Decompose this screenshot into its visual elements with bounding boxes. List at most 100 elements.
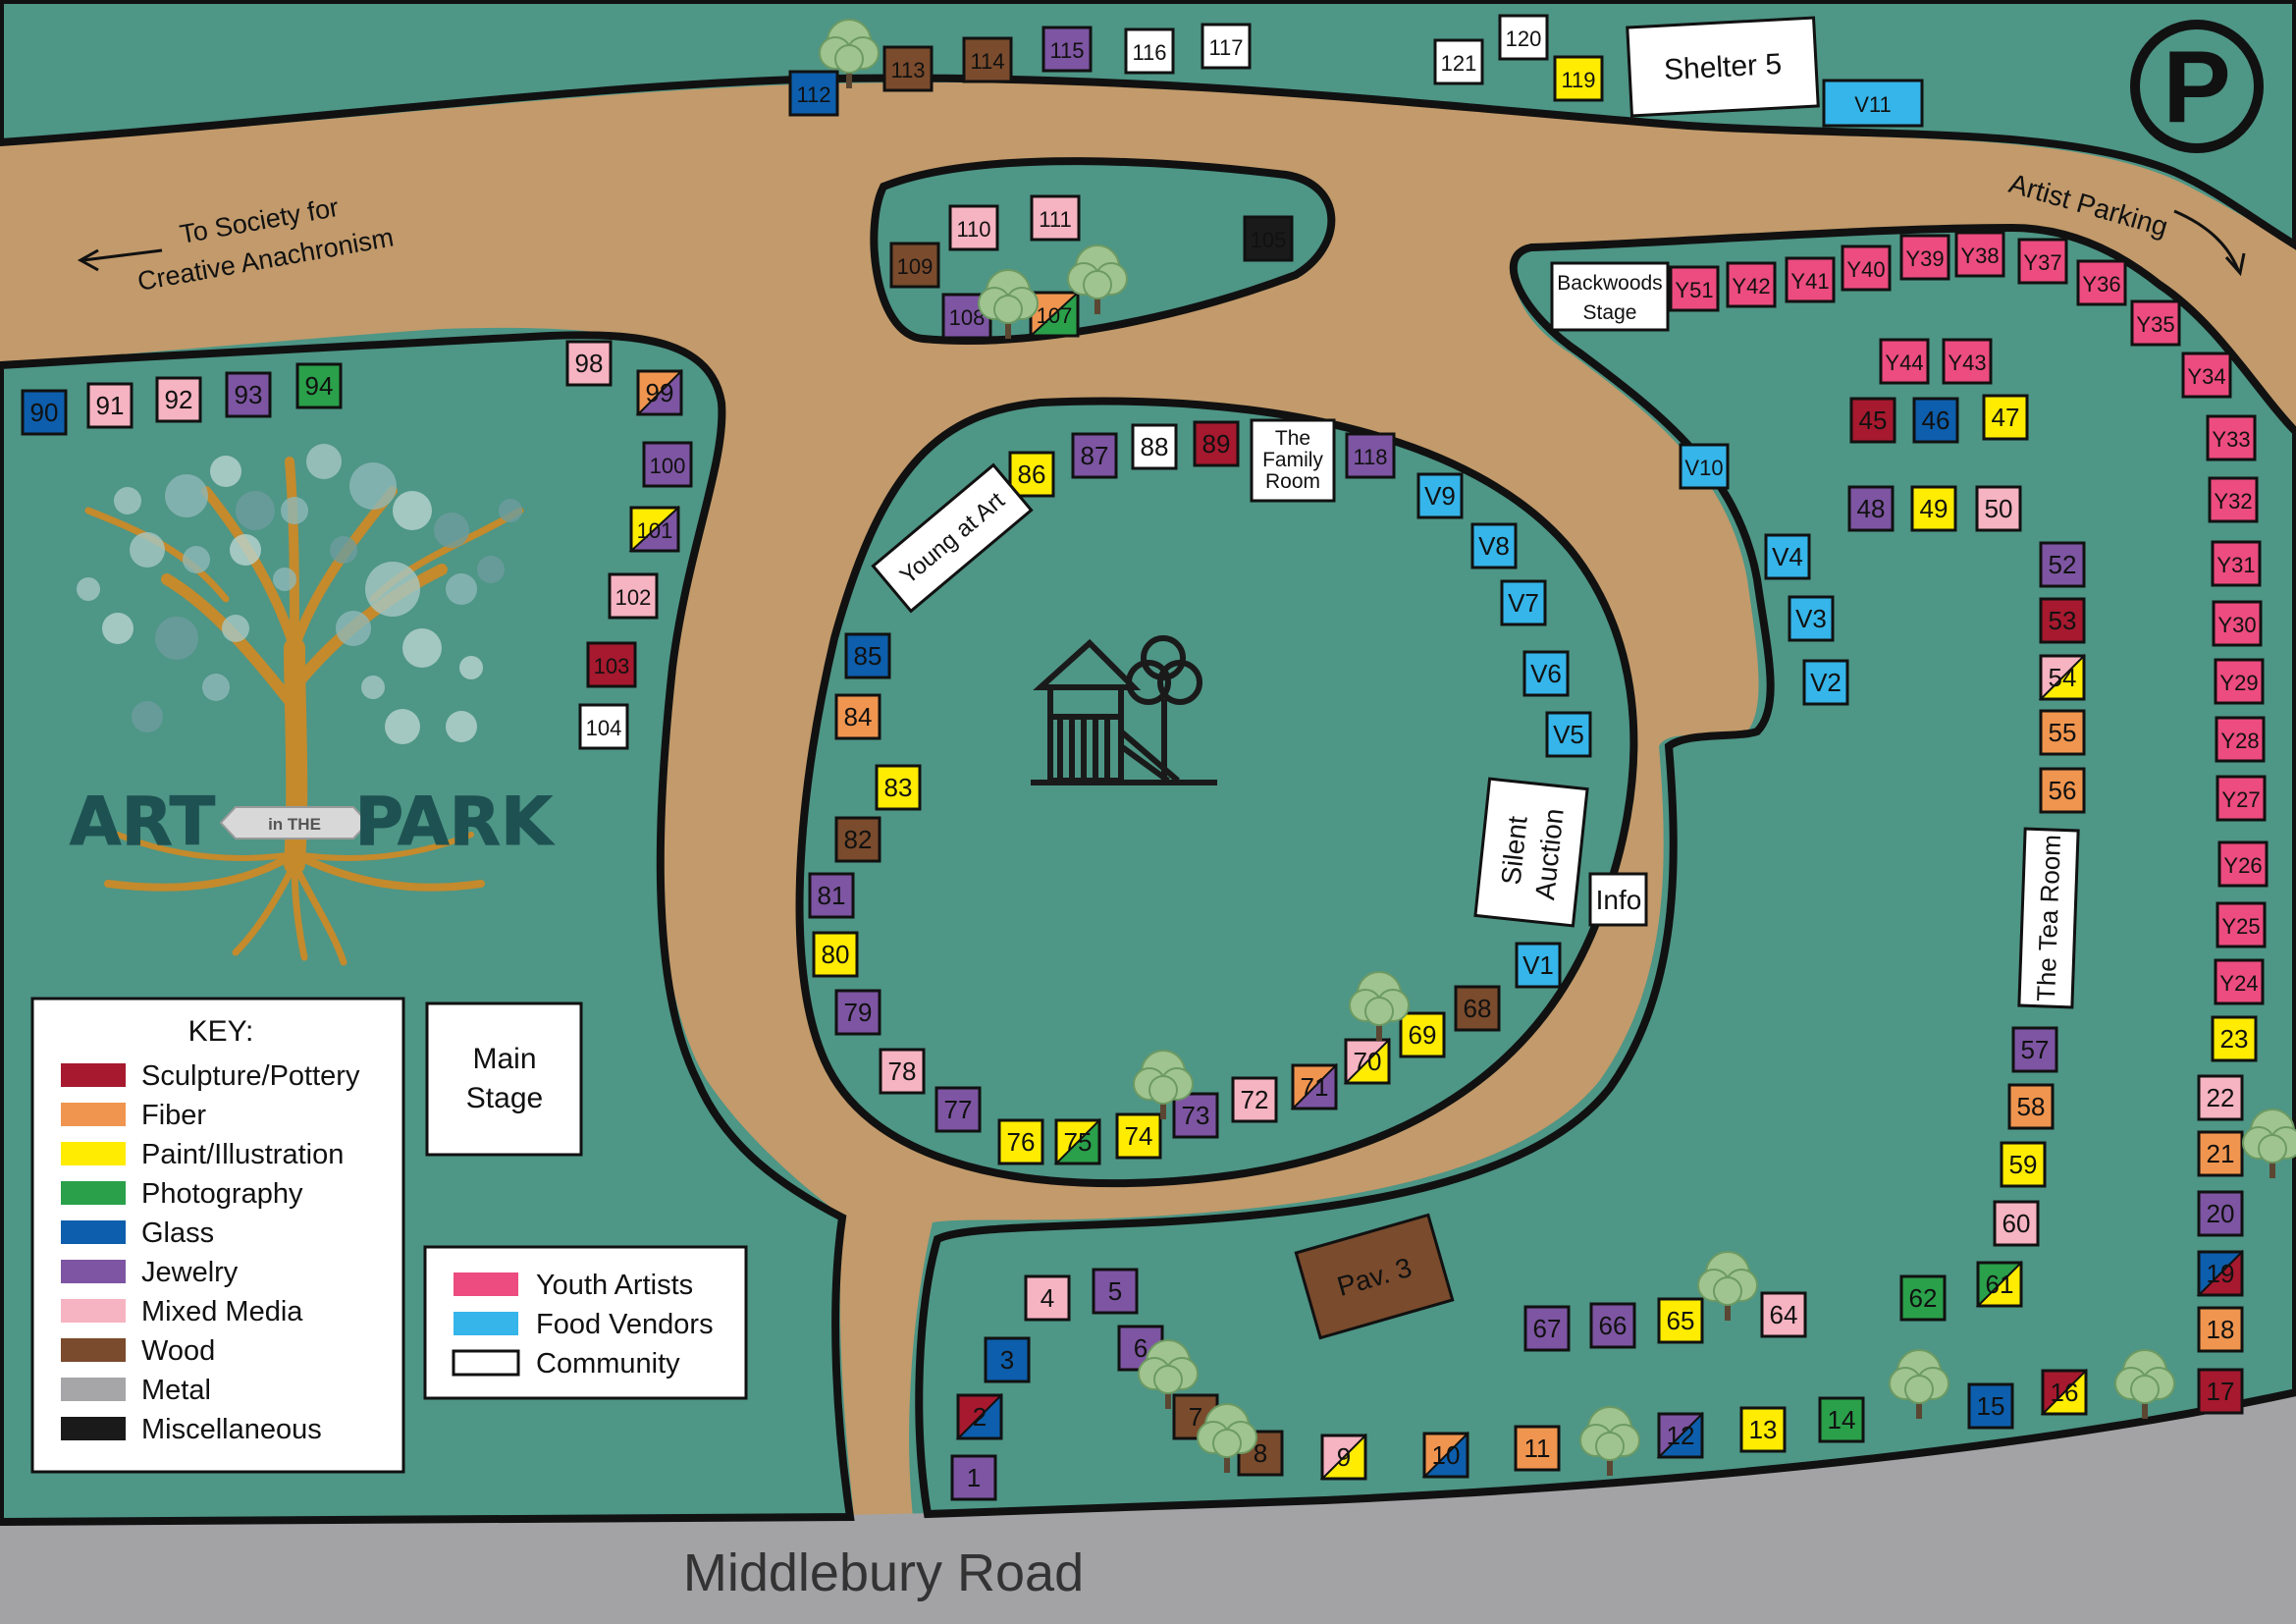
- booth-49[interactable]: 49: [1910, 485, 1957, 532]
- booth-87[interactable]: 87: [1071, 432, 1118, 479]
- booth-V11[interactable]: V11: [1822, 79, 1924, 128]
- booth-V4[interactable]: V4: [1764, 533, 1811, 580]
- booth-56[interactable]: 56: [2039, 767, 2086, 814]
- booth-89[interactable]: 89: [1193, 420, 1240, 467]
- booth-61[interactable]: 61: [1975, 1260, 2023, 1308]
- booth-108[interactable]: 108: [941, 293, 992, 340]
- booth-75[interactable]: 75: [1053, 1117, 1101, 1165]
- booth-105[interactable]: 105: [1243, 215, 1294, 262]
- booth-77[interactable]: 77: [934, 1086, 982, 1133]
- booth-V10[interactable]: V10: [1679, 443, 1730, 490]
- booth-85[interactable]: 85: [844, 632, 891, 679]
- booth-91[interactable]: 91: [86, 382, 133, 429]
- booth-94[interactable]: 94: [295, 362, 343, 409]
- booth-116[interactable]: 116: [1124, 27, 1175, 75]
- booth-Y33[interactable]: Y33: [2206, 414, 2257, 461]
- booth-72[interactable]: 72: [1231, 1076, 1278, 1123]
- booth-Y24[interactable]: Y24: [2214, 958, 2265, 1005]
- booth-12[interactable]: 12: [1656, 1411, 1704, 1459]
- booth-Y36[interactable]: Y36: [2076, 259, 2127, 306]
- booth-Y30[interactable]: Y30: [2212, 600, 2263, 647]
- booth-V5[interactable]: V5: [1545, 711, 1592, 758]
- booth-55[interactable]: 55: [2039, 709, 2086, 756]
- booth-79[interactable]: 79: [834, 989, 881, 1036]
- booth-60[interactable]: 60: [1993, 1200, 2040, 1247]
- booth-84[interactable]: 84: [834, 693, 881, 740]
- booth-47[interactable]: 47: [1982, 394, 2029, 441]
- booth-52[interactable]: 52: [2039, 541, 2086, 588]
- booth-70[interactable]: 70: [1343, 1037, 1391, 1085]
- booth-5[interactable]: 5: [1092, 1268, 1139, 1315]
- booth-100[interactable]: 100: [642, 441, 693, 488]
- booth-20[interactable]: 20: [2197, 1190, 2244, 1237]
- pavilion-3[interactable]: Pav. 3: [1294, 1213, 1455, 1340]
- booth-Y31[interactable]: Y31: [2211, 540, 2262, 587]
- booth-Y38[interactable]: Y38: [1954, 231, 2005, 278]
- booth-68[interactable]: 68: [1454, 985, 1501, 1032]
- booth-58[interactable]: 58: [2007, 1083, 2055, 1130]
- booth-112[interactable]: 112: [788, 70, 839, 117]
- booth-Y28[interactable]: Y28: [2215, 716, 2266, 763]
- booth-17[interactable]: 17: [2197, 1368, 2244, 1415]
- booth-64[interactable]: 64: [1760, 1291, 1807, 1338]
- booth-88[interactable]: 88: [1131, 423, 1178, 470]
- booth-93[interactable]: 93: [225, 371, 272, 418]
- silent-auction[interactable]: Silent Auction: [1473, 777, 1589, 928]
- booth-19[interactable]: 19: [2196, 1249, 2244, 1297]
- booth-86[interactable]: 86: [1008, 451, 1055, 498]
- backwoods-stage[interactable]: Backwoods Stage: [1550, 261, 1670, 332]
- booth-118[interactable]: 118: [1345, 432, 1396, 479]
- booth-23[interactable]: 23: [2211, 1015, 2258, 1062]
- booth-121[interactable]: 121: [1433, 38, 1484, 85]
- booth-90[interactable]: 90: [21, 389, 68, 436]
- info-booth[interactable]: Info: [1588, 872, 1648, 927]
- booth-76[interactable]: 76: [997, 1118, 1044, 1165]
- booth-13[interactable]: 13: [1739, 1406, 1787, 1453]
- booth-66[interactable]: 66: [1589, 1302, 1636, 1349]
- booth-Y44[interactable]: Y44: [1879, 338, 1930, 385]
- booth-3[interactable]: 3: [984, 1336, 1031, 1383]
- booth-110[interactable]: 110: [948, 204, 999, 251]
- booth-82[interactable]: 82: [834, 816, 881, 863]
- booth-Y40[interactable]: Y40: [1841, 244, 1892, 292]
- booth-98[interactable]: 98: [565, 340, 613, 387]
- booth-10[interactable]: 10: [1421, 1431, 1469, 1479]
- booth-80[interactable]: 80: [812, 931, 859, 978]
- parking-sign[interactable]: P: [2130, 20, 2264, 153]
- booth-2[interactable]: 2: [955, 1392, 1003, 1440]
- booth-V1[interactable]: V1: [1515, 942, 1562, 989]
- booth-102[interactable]: 102: [608, 572, 659, 620]
- booth-107[interactable]: 107: [1028, 290, 1080, 338]
- booth-Y41[interactable]: Y41: [1785, 256, 1836, 303]
- booth-62[interactable]: 62: [1899, 1274, 1947, 1322]
- booth-V7[interactable]: V7: [1500, 579, 1547, 626]
- booth-4[interactable]: 4: [1024, 1274, 1071, 1322]
- booth-Y43[interactable]: Y43: [1942, 338, 1993, 385]
- booth-59[interactable]: 59: [2000, 1141, 2047, 1188]
- booth-71[interactable]: 71: [1290, 1062, 1338, 1110]
- booth-Y39[interactable]: Y39: [1899, 234, 1950, 281]
- booth-Y34[interactable]: Y34: [2181, 352, 2232, 399]
- family-room[interactable]: The Family Room: [1250, 418, 1336, 503]
- booth-120[interactable]: 120: [1498, 14, 1549, 61]
- booth-46[interactable]: 46: [1912, 397, 1959, 444]
- booth-115[interactable]: 115: [1041, 26, 1093, 73]
- booth-54[interactable]: 54: [2038, 653, 2086, 701]
- booth-Y29[interactable]: Y29: [2214, 658, 2265, 705]
- booth-101[interactable]: 101: [628, 505, 680, 553]
- booth-73[interactable]: 73: [1172, 1092, 1219, 1139]
- booth-109[interactable]: 109: [889, 242, 940, 289]
- booth-Y27[interactable]: Y27: [2216, 775, 2267, 822]
- booth-117[interactable]: 117: [1201, 23, 1252, 70]
- booth-74[interactable]: 74: [1115, 1112, 1162, 1160]
- booth-99[interactable]: 99: [635, 368, 683, 416]
- booth-67[interactable]: 67: [1523, 1305, 1571, 1352]
- booth-50[interactable]: 50: [1975, 485, 2022, 532]
- booth-1[interactable]: 1: [950, 1454, 997, 1501]
- booth-83[interactable]: 83: [875, 764, 922, 811]
- booth-V6[interactable]: V6: [1522, 650, 1570, 697]
- booth-92[interactable]: 92: [155, 376, 202, 423]
- booth-Y35[interactable]: Y35: [2130, 299, 2181, 347]
- booth-78[interactable]: 78: [879, 1048, 926, 1095]
- booth-V3[interactable]: V3: [1788, 595, 1835, 642]
